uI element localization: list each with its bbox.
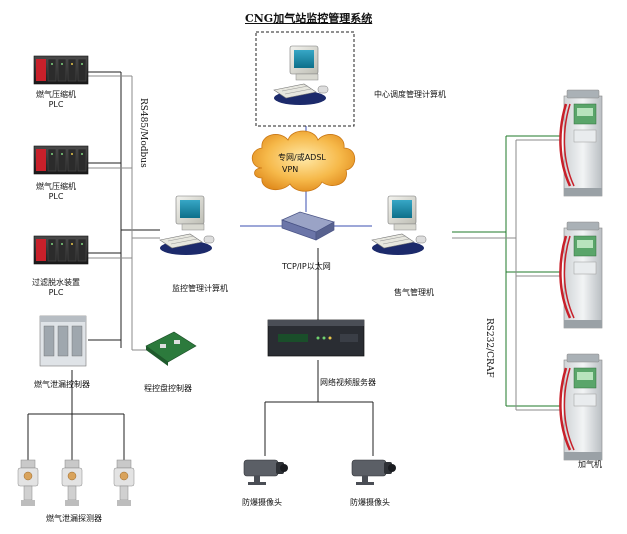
plc-label-3-line2: PLC: [48, 288, 64, 297]
io-controller-icon: [145, 331, 197, 366]
gas-pc-label: 售气管理机: [394, 288, 434, 297]
leak-detector-icon-3: [113, 459, 135, 507]
cloud-icon: [251, 130, 356, 192]
dispenser-icon-3: [559, 352, 604, 462]
ethernet-switch-icon: [281, 211, 335, 241]
network-label: TCP/IP以太网: [282, 262, 331, 271]
video-server-label: 网络视频服务器: [320, 378, 376, 387]
plc-label-3: 过滤脱水装置 PLC: [32, 278, 80, 298]
cloud-label-line2: VPN: [282, 165, 299, 174]
central-pc-frame: [255, 31, 355, 127]
camera-icon-1: [243, 459, 289, 486]
camera-label-2: 防爆摄像头: [350, 498, 390, 507]
plc-label-1-line1: 燃气压缩机: [36, 90, 76, 99]
right-bus-label: RS232/CRAF: [484, 318, 494, 378]
plc-label-3-line1: 过滤脱水装置: [32, 278, 80, 287]
camera-icon-2: [351, 459, 397, 486]
leak-detector-icon-1: [17, 459, 39, 507]
plc-label-1: 燃气压缩机 PLC: [36, 90, 76, 110]
video-server-icon: [267, 319, 365, 357]
io-controller-label: 程控盘控制器: [144, 384, 192, 393]
monitor-pc-label: 监控管理计算机: [172, 284, 228, 293]
central-pc-label: 中心调度管理计算机: [374, 90, 446, 99]
cloud-label: 专网/或ADSL VPN: [278, 152, 326, 176]
plc-label-2-line2: PLC: [48, 192, 64, 201]
leak-detector-icon-2: [61, 459, 83, 507]
diagram-title: CNG加气站监控管理系统: [245, 12, 373, 25]
plc-label-2: 燃气压缩机 PLC: [36, 182, 76, 202]
plc-icon-2: [33, 145, 89, 175]
plc-icon-1: [33, 55, 89, 85]
leak-controller-icon: [39, 315, 87, 367]
dispenser-label: 加气机: [578, 460, 602, 469]
plc-label-1-line2: PLC: [48, 100, 64, 109]
plc-icon-3: [33, 235, 89, 265]
monitor-pc-icon: [159, 195, 215, 256]
left-bus-label: RS485/Modbus: [138, 98, 148, 168]
cloud-label-line1: 专网/或ADSL: [278, 153, 326, 162]
leak-controller-label: 燃气泄漏控制器: [34, 380, 90, 389]
central-pc-icon: [273, 45, 329, 106]
dispenser-icon-1: [559, 88, 604, 198]
leak-detector-label: 燃气泄漏探测器: [46, 514, 102, 523]
camera-label-1: 防爆摄像头: [242, 498, 282, 507]
plc-label-2-line1: 燃气压缩机: [36, 182, 76, 191]
connection-lines: [27, 71, 374, 462]
dispenser-icon-2: [559, 220, 604, 330]
gas-pc-icon: [371, 195, 427, 256]
